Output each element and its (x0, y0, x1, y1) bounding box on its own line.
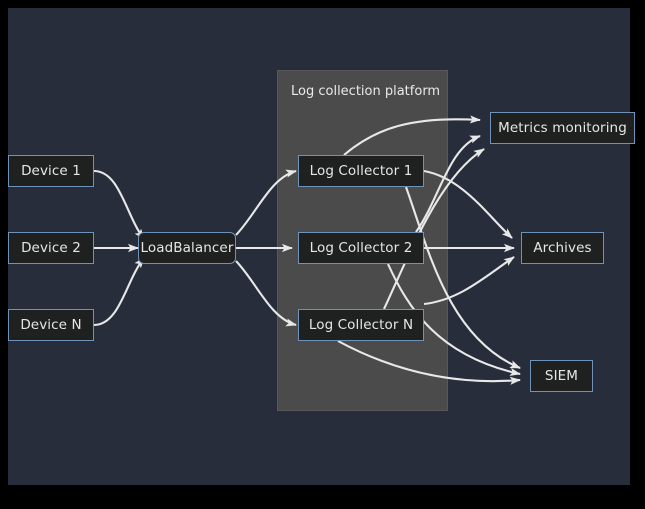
edge-collectorN-archives (423, 256, 515, 306)
node-loadbalancer[interactable]: LoadBalancer (138, 232, 236, 264)
node-siem[interactable]: SIEM (530, 360, 593, 392)
edge-lb-collectorN (235, 260, 297, 327)
diagram-canvas: Log collection platform (8, 8, 635, 485)
edge-collector2-siem (387, 263, 521, 376)
edge-collector2-metrics (415, 135, 481, 233)
node-log-collector-n[interactable]: Log Collector N (298, 309, 424, 341)
edge-collectorN-siem (337, 340, 521, 385)
edge-deviceN-lb (93, 257, 145, 327)
node-log-collector-1[interactable]: Log Collector 1 (298, 155, 424, 187)
node-device-1[interactable]: Device 1 (8, 155, 94, 187)
edge-device1-lb (93, 169, 145, 240)
flowchart: Log collection platform (8, 8, 635, 485)
edge-collector1-siem (405, 186, 521, 369)
edge-layer (93, 115, 521, 385)
edge-collector1-metrics (343, 115, 481, 156)
cluster-title: Log collection platform (291, 84, 441, 99)
node-archives[interactable]: Archives (521, 232, 604, 264)
node-device-n[interactable]: Device N (8, 309, 94, 341)
node-log-collector-2[interactable]: Log Collector 2 (298, 232, 424, 264)
edge-collectorN-metrics (383, 148, 485, 310)
edge-collector1-archives (423, 169, 513, 239)
node-device-2[interactable]: Device 2 (8, 232, 94, 264)
node-metrics-monitoring[interactable]: Metrics monitoring (490, 112, 635, 144)
edge-lb-collector1 (235, 169, 297, 236)
